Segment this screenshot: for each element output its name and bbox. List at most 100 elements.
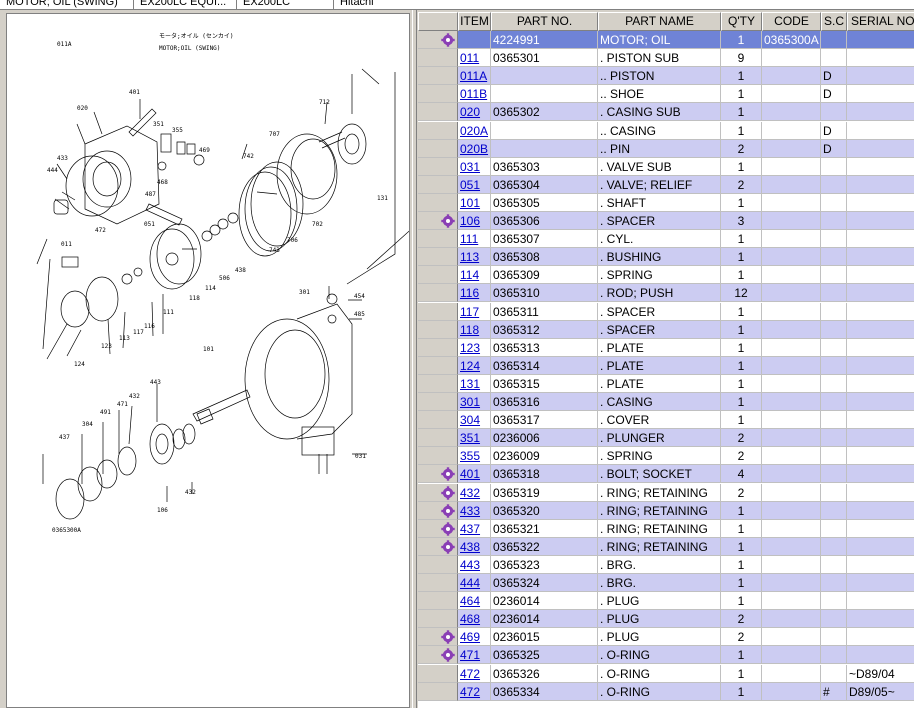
header-part-no[interactable]: PART NO. — [491, 12, 598, 31]
gear-icon[interactable] — [441, 521, 455, 536]
item-link[interactable]: 304 — [458, 411, 491, 430]
gear-icon[interactable] — [441, 540, 455, 554]
tab-model[interactable]: EX200LC — [237, 0, 334, 9]
item-link[interactable]: 011 — [458, 49, 491, 68]
header-sc[interactable]: S.C — [821, 12, 847, 31]
item-link[interactable]: 437 — [458, 519, 491, 538]
tab-equipment[interactable]: EX200LC EQUI... — [134, 0, 237, 9]
item-link[interactable]: 116 — [458, 284, 491, 303]
gear-icon[interactable] — [441, 214, 455, 228]
header-qty[interactable]: Q'TY — [721, 12, 762, 31]
gear-icon[interactable] — [441, 33, 455, 47]
item-link[interactable]: 355 — [458, 447, 491, 466]
item-link[interactable]: 468 — [458, 610, 491, 629]
item-link[interactable]: 471 — [458, 646, 491, 665]
gear-icon[interactable] — [441, 467, 455, 482]
item-link[interactable]: 031 — [458, 157, 491, 176]
item-link[interactable]: 443 — [458, 555, 491, 574]
gear-icon[interactable] — [441, 648, 455, 663]
item-link[interactable]: 438 — [458, 537, 491, 556]
gear-icon[interactable] — [441, 485, 455, 500]
item-link[interactable]: 020A — [458, 121, 491, 140]
header-part-name[interactable]: PART NAME — [598, 12, 721, 31]
item-link[interactable]: 301 — [458, 393, 491, 412]
exploded-parts-drawing[interactable]: 011A モータ;オイル (センカイ) MOTOR;OIL (SWING) — [6, 13, 410, 708]
gear-icon[interactable] — [441, 503, 455, 518]
item-link[interactable]: 401 — [458, 465, 491, 484]
header-serial[interactable]: SERIAL NO — [847, 12, 914, 31]
item-link[interactable]: 117 — [458, 302, 491, 321]
item-link[interactable]: 113 — [458, 248, 491, 267]
item-link[interactable]: 020 — [458, 103, 491, 122]
sc-cell — [821, 501, 847, 520]
gear-icon[interactable] — [441, 630, 455, 644]
item-link[interactable]: 106 — [458, 212, 491, 231]
header-item[interactable]: ITEM — [458, 12, 491, 31]
item-link[interactable]: 469 — [458, 628, 491, 647]
item-link[interactable]: 131 — [458, 374, 491, 393]
item-link[interactable]: 464 — [458, 592, 491, 611]
item-link[interactable]: 432 — [458, 483, 491, 502]
item-link[interactable]: 118 — [458, 320, 491, 339]
item-link[interactable]: 351 — [458, 429, 491, 448]
item-link[interactable]: 101 — [458, 193, 491, 212]
item-link[interactable]: 433 — [458, 501, 491, 520]
panel-splitter[interactable] — [412, 10, 417, 708]
sc-cell — [821, 429, 847, 448]
part-name-cell: . PLUG — [598, 628, 721, 647]
item-link[interactable]: 011B — [458, 85, 491, 104]
item-link[interactable]: 020B — [458, 139, 491, 158]
tab-maker[interactable]: Hitachi — [340, 0, 374, 8]
parts-list-grid[interactable]: ITEM PART NO. PART NAME Q'TY CODE S.C SE… — [418, 12, 914, 708]
item-link[interactable]: 124 — [458, 356, 491, 375]
item-link[interactable] — [458, 31, 491, 50]
item-link[interactable]: 444 — [458, 574, 491, 593]
item-link[interactable]: 114 — [458, 266, 491, 285]
tab-part-name[interactable]: MOTOR; OIL (SWING) — [0, 0, 134, 9]
item-link[interactable]: 051 — [458, 175, 491, 194]
item-link[interactable]: 011A — [458, 67, 491, 86]
header-code[interactable]: CODE — [762, 12, 821, 31]
item-link[interactable]: 472 — [458, 682, 491, 701]
item-link[interactable]: 472 — [458, 664, 491, 683]
item-link[interactable]: 123 — [458, 338, 491, 357]
item-link[interactable]: 111 — [458, 230, 491, 249]
